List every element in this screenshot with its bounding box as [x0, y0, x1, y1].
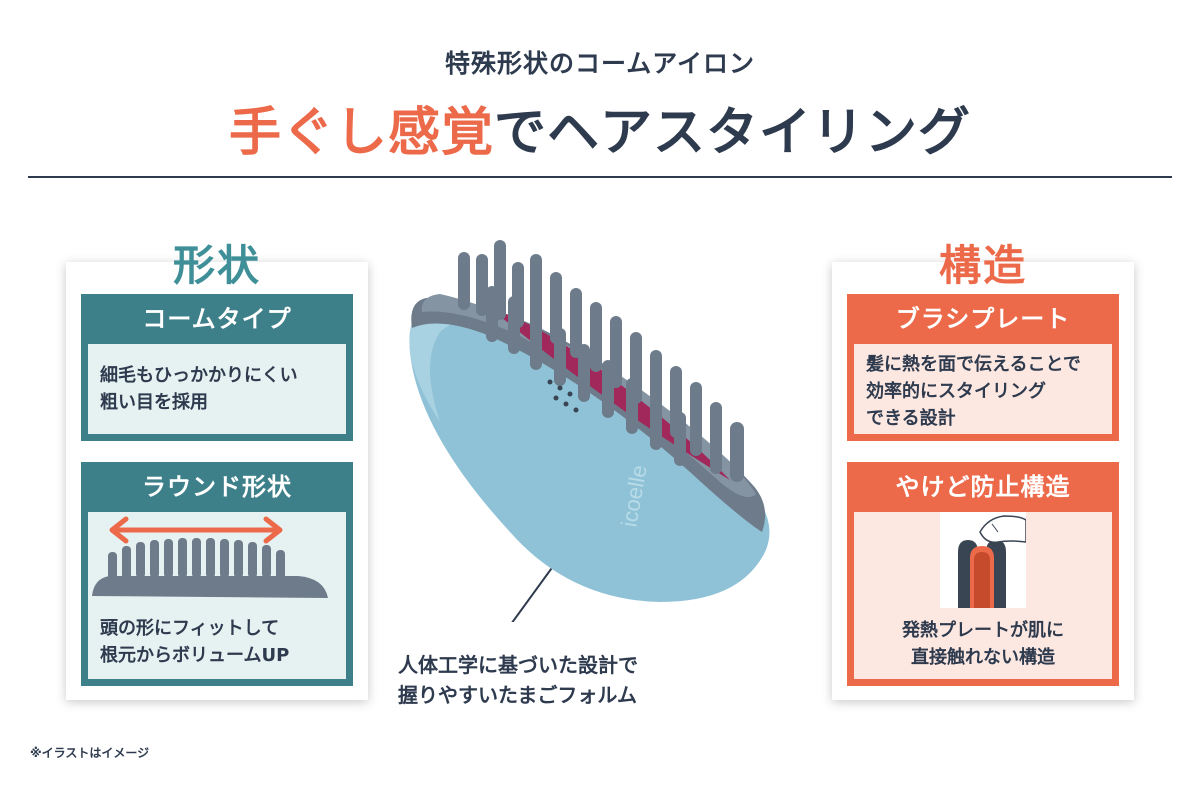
product-callout: 人体工学に基づいた設計で 握りやすいたまごフォルム	[398, 650, 738, 710]
shape-card: 形状 コームタイプ 細毛もひっかかりにくい 粗い目を採用 ラウンド形状	[66, 241, 368, 700]
structure-card-title: 構造	[938, 241, 1027, 290]
burn-prevention-box: やけど防止構造 発熱プレートが肌に 直接触れない構造	[847, 462, 1119, 686]
brush-plate-line: 髪に熱を面で伝えることで	[866, 354, 1081, 375]
round-shape-box: ラウンド形状	[81, 462, 353, 686]
brush-plate-body: 髪に熱を面で伝えることで 効率的にスタイリング できる設計	[854, 344, 1112, 434]
comb-teeth	[458, 240, 744, 482]
callout-line: 握りやすいたまごフォルム	[398, 683, 637, 707]
burn-prevention-body: 発熱プレートが肌に 直接触れない構造	[854, 512, 1112, 679]
shape-card-title: 形状	[172, 241, 261, 290]
round-shape-line: 根元からボリュームUP	[100, 645, 290, 666]
comb-type-line: 粗い目を採用	[100, 392, 208, 413]
brush-plate-line: 効率的にスタイリング	[866, 381, 1046, 402]
callout-line: 人体工学に基づいた設計で	[398, 653, 638, 677]
comb-type-box: コームタイプ 細毛もひっかかりにくい 粗い目を採用	[81, 294, 353, 441]
burn-prevention-heading: やけど防止構造	[895, 473, 1071, 501]
burn-prevention-line: 発熱プレートが肌に	[902, 620, 1064, 641]
round-shape-heading: ラウンド形状	[142, 473, 292, 501]
comb-type-heading: コームタイプ	[142, 305, 292, 333]
comb-round-illustration	[92, 516, 328, 598]
finger-plate-illustration	[940, 512, 1026, 608]
round-shape-line: 頭の形にフィットして	[100, 618, 280, 639]
headline-rest: でヘアスタイリング	[494, 103, 972, 163]
brush-plate-line: できる設計	[866, 408, 956, 429]
double-arrow-icon	[109, 516, 283, 544]
footnote: ※イラストはイメージ	[30, 746, 150, 760]
comb-type-line: 細毛もひっかかりにくい	[100, 365, 298, 386]
comb-type-body: 細毛もひっかかりにくい 粗い目を採用	[88, 344, 346, 434]
round-shape-body: 頭の形にフィットして 根元からボリュームUP	[88, 512, 346, 679]
brush-plate-heading: ブラシプレート	[895, 305, 1071, 333]
subtitle: 特殊形状のコームアイロン	[444, 49, 755, 78]
brush-plate-box: ブラシプレート 髪に熱を面で伝えることで 効率的にスタイリング できる設計	[847, 294, 1119, 441]
comb-iron-illustration: icoelle	[409, 240, 770, 622]
headline-accent: 手ぐし感覚	[228, 103, 494, 163]
burn-prevention-line: 直接触れない構造	[911, 647, 1055, 668]
headline: 手ぐし感覚でヘアスタイリング	[0, 90, 1200, 165]
divider	[28, 176, 1172, 178]
structure-card: 構造 ブラシプレート 髪に熱を面で伝えることで 効率的にスタイリング できる設計…	[832, 241, 1134, 700]
